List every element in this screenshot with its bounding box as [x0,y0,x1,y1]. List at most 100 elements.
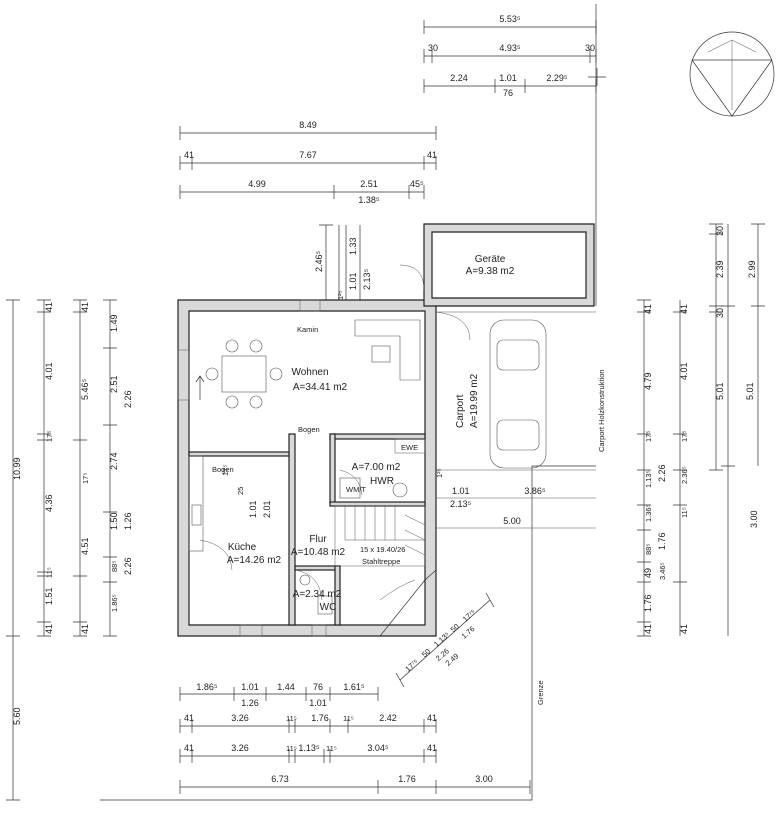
dim-left-c1-5: 1.51 [44,587,54,605]
dim-top-4: 8.49 [299,120,317,130]
dining-table-icon [205,339,283,409]
dim-door-1: 2.46⁵ [314,250,324,272]
window-markers [177,299,327,637]
dim-left-c2-bot: 41 [80,624,90,634]
dim-carport-width: 3.86⁵ [524,486,546,496]
dim-left-c1-1: 4.01 [44,362,54,380]
dim-diag-0: 17⁷⁵ [403,657,420,673]
dim-bot-3-6: 41 [427,743,437,753]
hwr-fixtures [339,477,408,499]
dim-bot-2-4: 11⁵ [343,714,354,723]
ewe-box [394,438,426,454]
dim-top-3b: 1.01 [499,73,517,83]
dim-bot-2-2: 11⁵ [286,714,297,723]
sofa-icon [354,319,421,381]
room-carport-area: A=19.99 m2 [469,373,480,428]
crosshair-icon [588,68,606,86]
dim-bot-3-4: 11⁵ [326,744,337,753]
dim-left-c1-3: 4.36 [44,494,54,512]
dim-kueche-3: 1.01 [248,500,258,518]
room-kueche-name: Küche [228,542,257,553]
arrow-up-icon [195,375,205,400]
right-dimensions [637,223,765,637]
dim-top-6d: 1.38⁵ [358,195,380,205]
label-ewe: EWE [401,443,418,452]
label-wm: WM/T [346,485,366,494]
dim-left-c3-1: 2.51 [109,375,119,393]
building-walls [177,223,595,637]
dim-bot-4-0: 6.73 [271,774,289,784]
dim-left-c4-0: 2.26 [123,390,133,408]
dim-left-c1-2: 17⁵ [45,431,54,442]
dim-right-c2-1: 2.26 [657,464,667,482]
entrance-bay [379,569,495,688]
dim-carport-depth: 5.00 [503,516,521,526]
dim-left-c3-5: 1.86⁵ [110,594,119,612]
dim-left-c1-6: 41 [44,624,54,634]
dim-left-c2-top: 41 [80,302,90,312]
dim-right-c1-6: 49 [643,568,653,578]
dim-top-3c: 2.29⁵ [546,73,568,83]
dim-bot-1b-0: 1.26 [241,698,259,708]
dim-bot-1-2: 1.44 [277,682,295,692]
room-wc-name: WC [320,602,337,613]
dim-top-3d: 76 [503,88,513,98]
dim-door-5: 1²⁵ [336,290,345,300]
dim-door-3: 1.01 [348,272,358,290]
dim-top-5c: 41 [427,150,437,160]
dim-top-6b: 2.51 [360,179,378,189]
dim-bot-3-1: 3.26 [231,743,249,753]
dim-right-c5-0: 2.99 [747,260,757,278]
label-carport-konstruktion: Carport Holzkonstruktion [597,369,606,452]
dim-right-c1-8: 41 [643,624,653,634]
dim-left-c3-0: 1.49 [109,314,119,332]
dim-right-c3-2: 5.01 [715,382,725,400]
dim-right-c3-1: 30 [715,308,725,318]
dim-bot-3-5: 3.04⁵ [367,743,389,753]
dim-top-2b: 4.93⁵ [499,43,521,53]
room-kueche-area: A=14.26 m2 [227,555,282,566]
dim-door-hwr: 1²⁵ [435,468,444,478]
dim-left-total: 10.99 [12,457,22,480]
dim-right-c1-3: 1.13⁵ [644,470,653,488]
label-treppe: 15 x 19.40/26 [360,545,405,554]
dim-right-c1-0: 41 [643,304,653,314]
dim-door-4: 2.13⁵ [362,268,372,290]
dim-kueche-2: 17⁵ [221,465,230,476]
dim-bot-4-2: 3.00 [475,774,493,784]
dim-top-6c: 45⁵ [410,179,424,189]
dim-right-c2b-0: 2.36⁵ [680,466,689,484]
dim-bot-3-2: 11⁵ [286,744,297,753]
dim-right-c2-2: 1.76 [657,532,667,550]
kitchen-counter [188,455,204,552]
dim-diag-5: 1.76 [460,624,477,640]
left-dimensions [6,299,117,801]
dim-left-c4-1: 1.26 [123,512,133,530]
dim-right-c1-5: 88⁵ [644,544,653,555]
dim-left-c3-3: 1.50 [109,512,119,530]
dim-top-6a: 4.99 [248,179,266,189]
wc-fixtures [299,574,333,615]
dim-top-2c: 30 [585,43,595,53]
dim-bot-1-4: 1.61⁵ [343,682,365,692]
label-bogen-1: Bogen [212,465,234,474]
room-wc-area: A=2.34 m2 [293,589,342,600]
dim-top-3a: 2.24 [450,73,468,83]
room-geraete-name: Geräte [475,254,506,265]
room-geraete-area: A=9.38 m2 [466,266,515,277]
label-kamin: Kamin [297,325,318,334]
dim-left-c4-2: 2.26 [123,557,133,575]
dim-door-carport: 1.01 [452,486,470,496]
dim-right-c2b-1: 11⁵ [680,507,689,518]
dim-bot-1-3: 76 [313,682,323,692]
dim-left-bottom: 5.60 [12,707,22,725]
label-grenze: Grenze [536,680,545,705]
dim-bot-1b-1: 1.01 [309,698,327,708]
top-dimensions [179,20,597,301]
dim-right-c4-1: 5.01 [745,382,755,400]
dim-bot-2-5: 2.42 [379,713,397,723]
dim-right-c2-top: 41 [679,304,689,314]
dim-bot-4-1: 1.76 [398,774,416,784]
dim-top-2a: 30 [428,43,438,53]
dim-door-2: 1.33 [348,237,358,255]
